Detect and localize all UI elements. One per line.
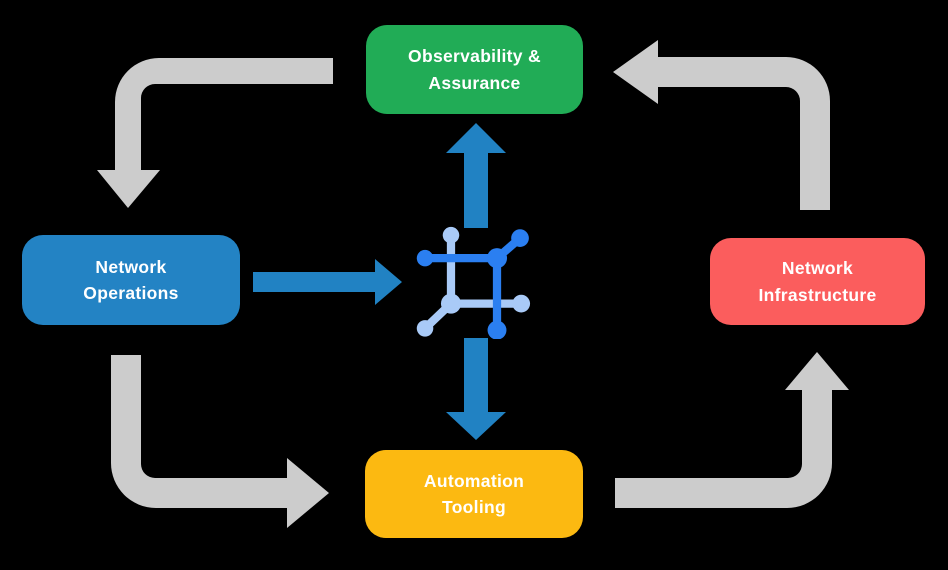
node-operations-label: Network Operations: [83, 256, 179, 303]
node-network-operations: Network Operations: [22, 235, 240, 325]
node-network-infrastructure: Network Infrastructure: [710, 238, 925, 325]
arrow-automation-to-infrastructure: [615, 352, 849, 508]
node-automation-tooling: Automation Tooling: [365, 450, 583, 538]
icon-dark-nodes: [416, 229, 529, 339]
arrow-center-to-observability: [446, 123, 506, 228]
arrow-center-to-automation: [446, 338, 506, 440]
icon-light-nodes: [416, 226, 531, 337]
node-automation-label: Automation Tooling: [423, 470, 525, 517]
node-infrastructure-label: Network Infrastructure: [758, 258, 877, 305]
network-automation-icon: [416, 226, 531, 339]
arrow-infrastructure-to-observability: [613, 40, 830, 210]
arrow-operations-to-automation: [111, 355, 329, 528]
arrow-observability-to-operations: [97, 58, 333, 208]
node-observability-label: Observability & Assurance: [408, 46, 541, 93]
node-observability-assurance: Observability & Assurance: [366, 25, 583, 114]
arrow-operations-to-center: [253, 259, 402, 305]
